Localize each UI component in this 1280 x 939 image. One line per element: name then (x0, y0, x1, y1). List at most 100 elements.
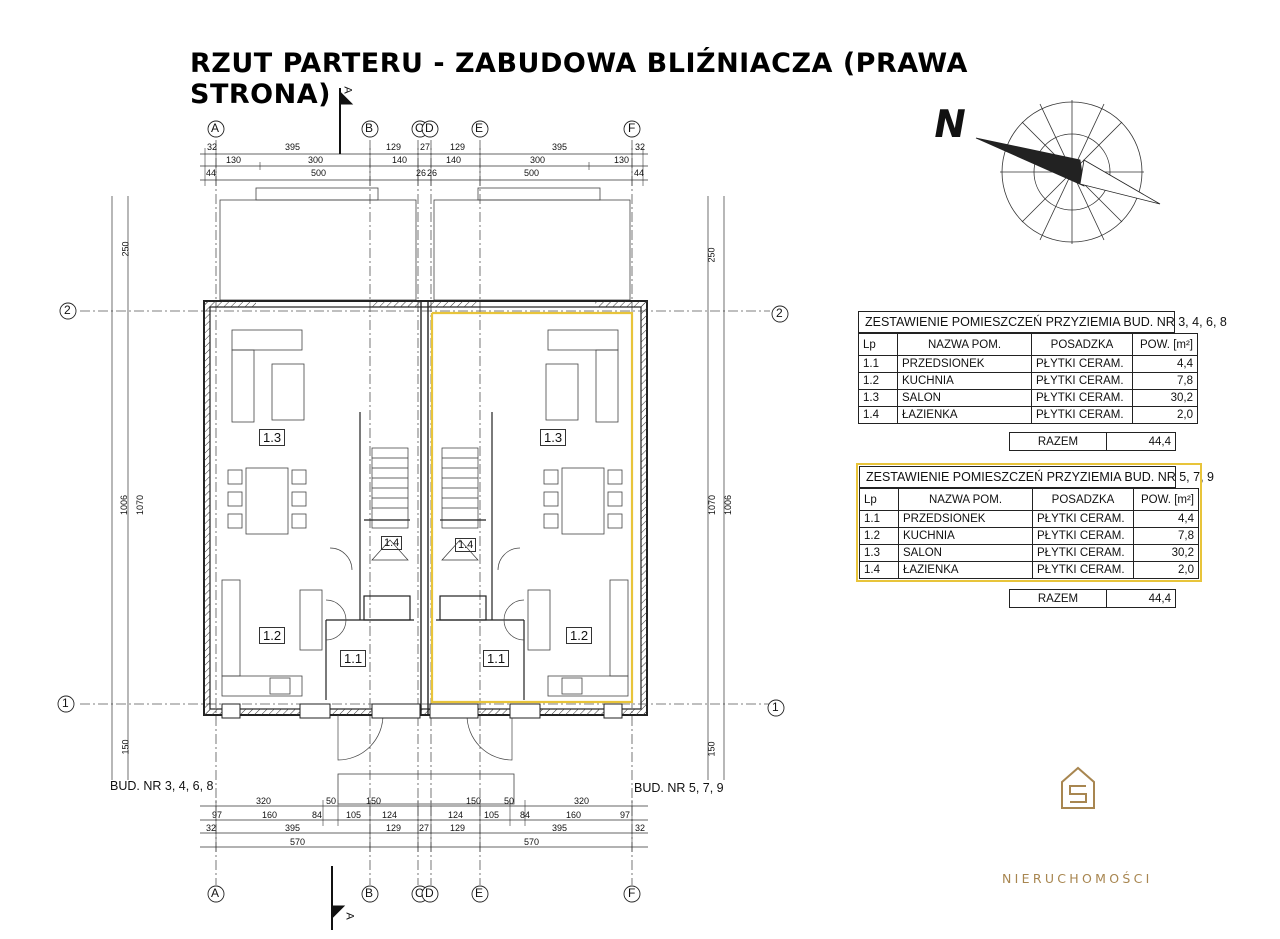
table-2-cell: PŁYTKI CERAM. (1032, 527, 1134, 545)
north-compass-icon (975, 100, 1161, 244)
page-title: RZUT PARTERU - ZABUDOWA BLIŹNIACZA (PRAW… (190, 48, 968, 110)
room-label-1-2-right: 1.2 (566, 627, 593, 644)
table-1-cell: 1.3 (858, 389, 898, 407)
building-label-left: BUD. NR 3, 4, 6, 8 (110, 779, 214, 793)
dim-bot-2-6: 105 (484, 810, 500, 820)
dimension-lines-side (111, 196, 725, 780)
table-2-cell: SALON (898, 544, 1033, 562)
table-1-total-value: 44,4 (1106, 432, 1176, 451)
table-2-cell: PŁYTKI CERAM. (1032, 561, 1134, 579)
room-label-1-3-left: 1.3 (259, 429, 286, 446)
table-2-cell: 1.1 (859, 510, 899, 528)
dimension-lines-top (200, 148, 648, 186)
dim-side-right-150: 150 (706, 741, 717, 757)
dim-top-2-5: 130 (614, 155, 630, 165)
dim-top-3-1: 500 (311, 168, 327, 178)
table-1-cell: 1.2 (858, 372, 898, 390)
table-1-cell: PŁYTKI CERAM. (1031, 355, 1133, 373)
axis-label-e-bottom: E (475, 886, 484, 900)
dim-bot-3-3: 27 (419, 823, 430, 833)
table-row: 1.4 ŁAZIENKA PŁYTKI CERAM. 2,0 (858, 406, 1198, 424)
axis-label-f-bottom: F (628, 886, 636, 900)
axis-label-c-bottom: C (415, 886, 424, 900)
table-row: 1.3 SALON PŁYTKI CERAM. 30,2 (859, 544, 1199, 562)
dim-top-1-5: 395 (552, 142, 568, 152)
room-label-1-2-left: 1.2 (259, 627, 286, 644)
dim-bot-1-0: 320 (256, 796, 272, 806)
table-1-cell: 2,0 (1132, 406, 1198, 424)
dim-top-3-4: 500 (524, 168, 540, 178)
table-1-cell: ŁAZIENKA (897, 406, 1032, 424)
table-1-cell: 7,8 (1132, 372, 1198, 390)
dim-top-2-3: 140 (446, 155, 462, 165)
dim-bot-4-0: 570 (290, 837, 306, 847)
dimension-lines-bottom (200, 800, 648, 852)
table-1-cell: 1.4 (858, 406, 898, 424)
dim-bot-2-0: 97 (212, 810, 223, 820)
room-label-1-1-left: 1.1 (340, 650, 367, 667)
table-2-cell: 1.3 (859, 544, 899, 562)
dim-top-2-0: 130 (226, 155, 242, 165)
dim-top-3-5: 44 (634, 168, 645, 178)
table-2-header-floor: POSADZKA (1032, 488, 1134, 511)
dim-top-2-2: 140 (392, 155, 408, 165)
axis-label-a-top: A (211, 121, 220, 135)
dim-top-2-4: 300 (530, 155, 546, 165)
axis-label-1-right: 1 (772, 700, 779, 714)
table-2-cell: 30,2 (1133, 544, 1199, 562)
section-label-top: A (341, 86, 354, 94)
dim-bot-1-2: 150 (366, 796, 382, 806)
table-2-header-area: POW. [m²] (1133, 488, 1199, 511)
dim-top-1-1: 395 (285, 142, 301, 152)
axis-label-d-top: D (425, 121, 434, 135)
dim-side-right-250: 250 (706, 247, 717, 263)
furniture-left (221, 329, 323, 697)
axis-label-f-top: F (628, 121, 636, 135)
dim-bot-1-3: 150 (466, 796, 482, 806)
dim-bot-3-0: 32 (206, 823, 217, 833)
interior-partitions (325, 412, 525, 700)
table-2-cell: 2,0 (1133, 561, 1199, 579)
dim-bot-1-4: 50 (504, 796, 515, 806)
table-2-cell: 1.2 (859, 527, 899, 545)
table-1-header-lp: Lp (858, 333, 898, 356)
exterior-walls (203, 300, 648, 716)
dim-side-right-1070: 1070 (707, 494, 718, 516)
house-logo-icon (1061, 766, 1095, 809)
dim-bot-1-5: 320 (574, 796, 590, 806)
section-markers (331, 88, 354, 930)
axis-label-b-top: B (365, 121, 374, 135)
axis-label-c-top: C (415, 121, 424, 135)
building-label-right: BUD. NR 5, 7, 9 (634, 781, 724, 795)
axis-label-b-bottom: B (365, 886, 374, 900)
table-1-cell: KUCHNIA (897, 372, 1032, 390)
dim-bot-2-5: 124 (448, 810, 464, 820)
room-label-1-3-right: 1.3 (540, 429, 567, 446)
table-row: 1.2 KUCHNIA PŁYTKI CERAM. 7,8 (859, 527, 1199, 545)
axis-label-a-bottom: A (211, 886, 220, 900)
room-schedule-table-2: ZESTAWIENIE POMIESZCZEŃ PRZYZIEMIA BUD. … (856, 463, 1214, 582)
table-1-title: ZESTAWIENIE POMIESZCZEŃ PRZYZIEMIA BUD. … (858, 311, 1227, 333)
dim-bot-2-9: 97 (620, 810, 631, 820)
brand-name: NIERUCHOMOŚCI (1002, 871, 1153, 886)
table-2-cell: KUCHNIA (898, 527, 1033, 545)
axis-bubbles (57, 120, 789, 903)
furniture-right (527, 329, 629, 697)
table-row: 1.1 PRZEDSIONEK PŁYTKI CERAM. 4,4 (859, 510, 1199, 528)
table-2-cell: PŁYTKI CERAM. (1032, 544, 1134, 562)
dim-bot-2-2: 84 (312, 810, 323, 820)
table-1-cell: PŁYTKI CERAM. (1031, 389, 1133, 407)
table-2-header-name: NAZWA POM. (898, 488, 1033, 511)
dim-top-1-4: 129 (450, 142, 466, 152)
table-2-cell: 4,4 (1133, 510, 1199, 528)
dim-top-1-0: 32 (207, 142, 218, 152)
dim-side-left-250: 250 (120, 241, 131, 257)
dim-bot-3-2: 129 (386, 823, 402, 833)
table-1-cell: PŁYTKI CERAM. (1031, 372, 1133, 390)
table-row: 1.2 KUCHNIA PŁYTKI CERAM. 7,8 (858, 372, 1198, 390)
table-row: 1.1 PRZEDSIONEK PŁYTKI CERAM. 4,4 (858, 355, 1198, 373)
dim-side-right-1006: 1006 (723, 494, 734, 516)
dim-bot-1-1: 50 (326, 796, 337, 806)
dim-top-1-6: 32 (635, 142, 646, 152)
